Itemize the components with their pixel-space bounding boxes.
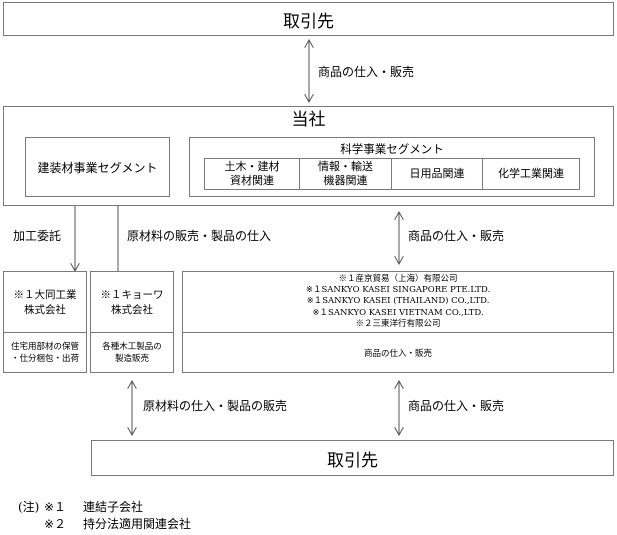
division-info-transport: 情報・輸送 機器関連 <box>300 159 392 189</box>
subsidiary-overseas-box: ※１産京貿易（上海）有限公司 ※１SANKYO KASEI SINGAPORE … <box>182 271 614 373</box>
note1-mark: ※１ <box>44 500 67 514</box>
division-info-transport-line2: 機器関連 <box>323 174 368 187</box>
subsidiary-kyowa-desc: 各種木工製品の 製造販売 <box>91 332 173 372</box>
overseas-desc-label: 商品の仕入・販売 <box>363 348 432 359</box>
subsidiary-daido-box: ※１大同工業 株式会社 住宅用部材の保管 ・仕分梱包・出荷 <box>3 271 87 373</box>
subsidiary-daido-desc-line1: 住宅用部材の保管 <box>10 342 79 352</box>
division-info-transport-line1: 情報・輸送 <box>318 160 373 174</box>
division-daily-goods-label: 日用品関連 <box>409 167 465 181</box>
subsidiary-kyowa-desc-line2: 製造販売 <box>114 354 149 364</box>
company-box: 当社 建装材事業セグメント 科学事業セグメント 土木・建材 資材関連 情報・輸送… <box>3 106 614 206</box>
division-daily-goods: 日用品関連 <box>392 159 483 189</box>
note2-mark: ※２ <box>44 517 67 531</box>
subsidiary-kyowa-desc-line1: 各種木工製品の <box>102 342 162 352</box>
overseas-company-vietnam: ※１SANKYO KASEI VIETNAM CO.,LTD. <box>312 307 484 318</box>
division-chemical-label: 化学工業関連 <box>498 167 564 181</box>
note1-text: 連結子会社 <box>83 500 144 514</box>
construction-segment-label: 建装材事業セグメント <box>37 160 158 175</box>
subsidiary-daido-name: ※１大同工業 株式会社 <box>4 272 86 333</box>
arrow-label-top-company: 商品の仕入・販売 <box>318 65 415 79</box>
overseas-company-thailand: ※１SANKYO KASEI (THAILAND) CO.,LTD. <box>306 296 490 307</box>
subsidiary-kyowa-name-line2: 株式会社 <box>111 304 153 316</box>
note-prefix: (注) <box>18 500 40 514</box>
subsidiary-kyowa-box: ※１キョーワ 株式会社 各種木工製品の 製造販売 <box>90 271 174 373</box>
overseas-company-santo: ※２三東洋行有限公司 <box>355 318 441 329</box>
science-segment-title: 科学事業セグメント <box>340 142 444 156</box>
subsidiary-daido-name-line1: ※１大同工業 <box>13 289 77 301</box>
subsidiary-daido-desc-line2: ・仕分梱包・出荷 <box>10 354 79 364</box>
science-divisions-row: 土木・建材 資材関連 情報・輸送 機器関連 日用品関連 化学工業関連 <box>204 158 580 190</box>
science-segment-box: 科学事業セグメント 土木・建材 資材関連 情報・輸送 機器関連 日用品関連 化学… <box>189 137 595 197</box>
overseas-company-list: ※１産京貿易（上海）有限公司 ※１SANKYO KASEI SINGAPORE … <box>183 272 613 332</box>
arrow-label-subs-bottom: 商品の仕入・販売 <box>408 399 505 413</box>
arrow-label-processing: 加工委託 <box>13 229 62 243</box>
arrow-label-science-subs: 商品の仕入・販売 <box>408 229 505 243</box>
division-civil-building: 土木・建材 資材関連 <box>205 159 300 189</box>
construction-segment-box: 建装材事業セグメント <box>25 137 170 197</box>
subsidiary-kyowa-name: ※１キョーワ 株式会社 <box>91 272 173 333</box>
top-trading-partner-label: 取引先 <box>283 11 334 32</box>
company-title: 当社 <box>291 110 326 130</box>
arrow-label-raw-material-bottom: 原材料の仕入・製品の販売 <box>143 399 288 413</box>
division-civil-building-line2: 資材関連 <box>230 174 274 187</box>
note2-text: 持分法適用関連会社 <box>83 517 192 531</box>
top-trading-partner-box: 取引先 <box>3 2 614 36</box>
overseas-desc: 商品の仕入・販売 <box>183 332 613 372</box>
subsidiary-daido-name-line2: 株式会社 <box>24 304 66 316</box>
division-civil-building-line1: 土木・建材 <box>224 160 280 174</box>
overseas-company-singapore: ※１SANKYO KASEI SINGAPORE PTE.LTD. <box>305 285 491 296</box>
division-chemical: 化学工業関連 <box>483 159 579 189</box>
subsidiary-kyowa-name-line1: ※１キョーワ <box>100 289 164 301</box>
overseas-company-shanghai: ※１産京貿易（上海）有限公司 <box>338 274 458 285</box>
bottom-trading-partner-label: 取引先 <box>327 450 378 471</box>
arrow-label-raw-material-top: 原材料の販売・製品の仕入 <box>127 229 272 243</box>
subsidiary-daido-desc: 住宅用部材の保管 ・仕分梱包・出荷 <box>4 332 86 372</box>
bottom-trading-partner-box: 取引先 <box>91 440 614 476</box>
